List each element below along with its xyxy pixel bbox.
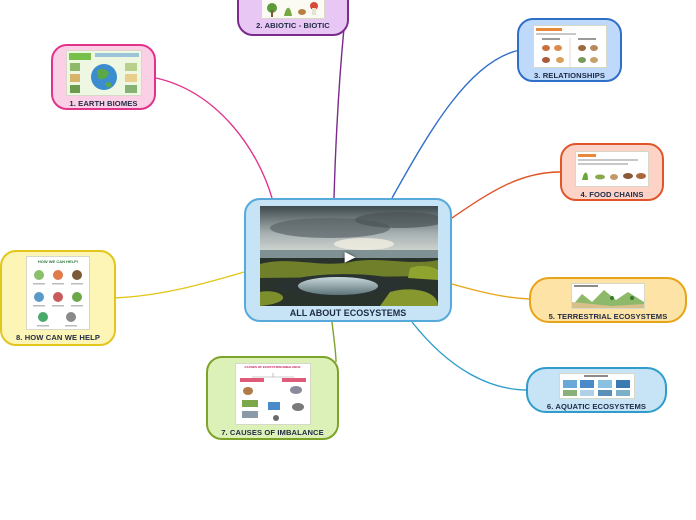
food-chains-label: 4. FOOD CHAINS [580,190,644,199]
abiotic-biotic-label: 2. ABIOTIC - BIOTIC [256,21,330,30]
node-terrestrial-ecosystems[interactable]: 5. TERRESTRIAL ECOSYSTEMS [529,277,687,323]
node-causes-of-imbalance[interactable]: CAUSES OF ECOSYSTEM IMBALANCE 7. CAUSES … [206,356,339,440]
causes-of-imbalance-thumbnail: CAUSES OF ECOSYSTEM IMBALANCE [234,363,311,425]
causes-of-imbalance-label: 7. CAUSES OF IMBALANCE [221,428,324,437]
terrestrial-ecosystems-thumbnail [571,283,645,309]
terrestrial-ecosystems-label: 5. TERRESTRIAL ECOSYSTEMS [548,312,668,321]
link-causes [331,321,337,363]
node-earth-biomes[interactable]: 1. EARTH BIOMES [51,44,156,110]
aquatic-ecosystems-thumbnail [558,373,635,399]
earth-biomes-thumbnail [65,50,142,96]
ecosystem-video-thumbnail[interactable]: ▶ [260,206,438,306]
how-can-we-help-thumbnail-title: HOW WE CAN HELP! [37,259,79,264]
how-can-we-help-thumbnail: HOW WE CAN HELP! [26,256,90,330]
abiotic-biotic-thumbnail [261,0,325,19]
tidepool-landscape-image [260,206,438,306]
link-relationships [391,49,521,199]
node-how-can-we-help[interactable]: HOW WE CAN HELP! 8. HOW CAN WE HELP [0,250,116,346]
central-topic-all-about-ecosystems[interactable]: ▶ ALL ABOUT ECOSYSTEMS [244,198,452,322]
earth-biomes-label: 1. EARTH BIOMES [69,99,138,108]
relationships-thumbnail [532,25,607,68]
aquatic-ecosystems-label: 6. AQUATIC ECOSYSTEMS [546,402,647,411]
node-food-chains[interactable]: 4. FOOD CHAINS [560,143,664,201]
food-chains-thumbnail [575,151,649,187]
link-aquatic [411,321,529,391]
link-how-can-we-help [113,271,245,299]
causes-thumbnail-title: CAUSES OF ECOSYSTEM IMBALANCE [244,365,301,369]
link-abiotic-biotic [333,27,345,199]
species-relationships-image [535,28,598,67]
node-relationships[interactable]: 3. RELATIONSHIPS [517,18,622,82]
play-icon[interactable]: ▶ [344,248,356,264]
link-food-chains [451,171,561,219]
causes-diagram-image [239,373,306,421]
central-topic-label: ALL ABOUT ECOSYSTEMS [289,308,407,318]
link-terrestrial [451,283,531,300]
terrestrial-landscape-image [572,285,644,308]
food-chain-image [578,154,646,180]
how-can-we-help-label: 8. HOW CAN WE HELP [15,333,101,342]
link-earth-biomes [155,77,273,199]
node-aquatic-ecosystems[interactable]: 6. AQUATIC ECOSYSTEMS [526,367,667,413]
relationships-label: 3. RELATIONSHIPS [533,71,606,80]
plants-animals-image [267,2,318,17]
aquatic-habitats-image [562,375,630,396]
globe-biomes-image [68,53,139,93]
help-actions-image [33,270,83,327]
node-abiotic-biotic[interactable]: 2. ABIOTIC - BIOTIC [237,0,349,36]
